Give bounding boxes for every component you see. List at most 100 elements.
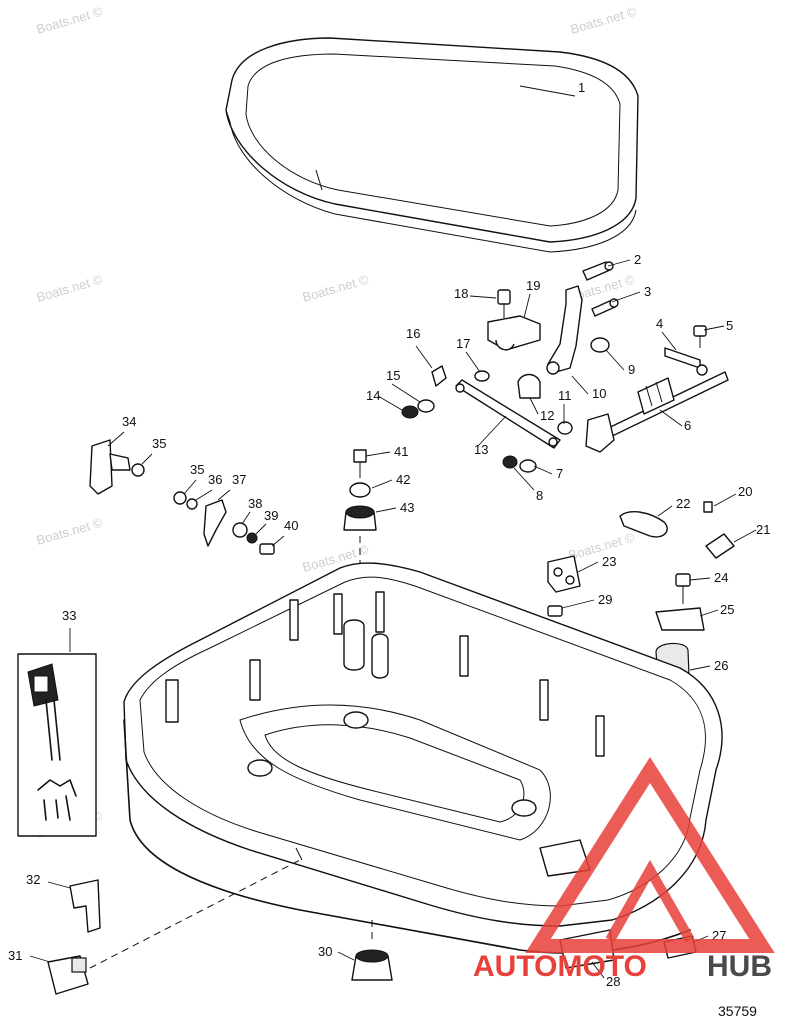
leader-line-2 [607,259,631,267]
callout-41: 41 [394,444,408,459]
leader-line-14 [377,395,403,411]
leader-line-36 [195,489,213,501]
callout-35: 35 [190,462,204,477]
leader-line-39 [255,523,267,535]
part-bottom-cowl [123,562,723,954]
callout-3: 3 [644,284,651,299]
callout-7: 7 [556,466,563,481]
leader-line-18 [469,295,497,299]
callout-35: 35 [152,436,166,451]
callout-34: 34 [122,414,136,429]
leader-line-10 [571,375,589,395]
leader-lines [29,85,757,979]
logo-text-hub: HUB [707,950,772,983]
callout-43: 43 [400,500,414,515]
part-seal-frame [225,37,639,253]
callout-11: 11 [558,388,572,403]
leader-line-28 [591,961,605,979]
callout-8: 8 [536,488,543,503]
callout-1: 1 [578,80,585,95]
callout-23: 23 [602,554,616,569]
leader-line-21 [733,529,757,543]
watermark-text: Boats.net © [35,272,105,305]
leader-line-37 [217,489,231,501]
callout-37: 37 [232,472,246,487]
part-switch-harness [17,653,97,837]
leader-line-17 [465,351,481,373]
leader-line-7 [533,465,553,475]
callout-2: 2 [634,252,641,267]
callout-15: 15 [386,368,400,383]
leader-line-35 [183,479,197,495]
callout-18: 18 [454,286,468,301]
leader-line-31 [29,955,51,963]
callout-36: 36 [208,472,222,487]
leader-line-30 [337,951,355,961]
automotohub-logo: AUTOMOTO HUB [473,756,775,983]
leader-line-13 [477,415,507,447]
callout-42: 42 [396,472,410,487]
callout-5: 5 [726,318,733,333]
leader-line-24 [689,577,711,581]
leader-line-22 [657,505,673,517]
leader-line-35 [141,453,153,465]
figure-number: 35759 [718,1003,757,1019]
leader-line-32 [47,881,71,889]
leader-line-40 [271,535,285,547]
callout-9: 9 [628,362,635,377]
leader-line-38 [241,511,251,525]
watermark-text: Boats.net © [569,4,639,37]
callout-19: 19 [526,278,540,293]
leader-line-19 [523,293,531,319]
callout-32: 32 [26,872,40,887]
watermark-text: Boats.net © [301,272,371,305]
leader-line-23 [577,561,599,573]
callout-31: 31 [8,948,22,963]
callout-24: 24 [714,570,728,585]
callout-6: 6 [684,418,691,433]
leader-line-6 [659,409,683,427]
logo-text-auto: AUTOMOTO [473,950,647,983]
callout-28: 28 [606,974,620,989]
callout-38: 38 [248,496,262,511]
callout-21: 21 [756,522,770,537]
leader-line-34 [107,431,125,447]
callout-17: 17 [456,336,470,351]
callout-33: 33 [62,608,76,623]
leader-line-20 [713,493,737,507]
watermark-text: Boats.net © [35,4,105,37]
callout-30: 30 [318,944,332,959]
part-bolts-upper [401,261,707,473]
leader-line-8 [513,467,535,491]
callout-29: 29 [598,592,612,607]
leader-line-9 [605,349,625,371]
leader-line-4 [661,331,677,351]
leader-line-16 [415,345,433,369]
leader-line-5 [703,325,725,331]
leader-line-43 [375,507,397,513]
callout-39: 39 [264,508,278,523]
callout-40: 40 [284,518,298,533]
callout-13: 13 [474,442,488,457]
callout-22: 22 [676,496,690,511]
part-left-fasteners [89,439,275,555]
watermark-text: Boats.net © [35,515,105,548]
leader-line-41 [365,451,391,457]
callout-25: 25 [720,602,734,617]
leader-line-26 [689,665,711,671]
callout-20: 20 [738,484,752,499]
callout-26: 26 [714,658,728,673]
leader-line-15 [391,383,421,403]
callout-16: 16 [406,326,420,341]
leader-line-1 [519,85,576,97]
callout-12: 12 [540,408,554,423]
leader-line-42 [371,479,393,489]
leader-line-3 [611,291,641,303]
callout-4: 4 [656,316,663,331]
leader-line-12 [529,397,539,415]
part-shift-shaft [585,364,729,453]
callout-14: 14 [366,388,380,403]
leader-line-25 [699,609,719,617]
